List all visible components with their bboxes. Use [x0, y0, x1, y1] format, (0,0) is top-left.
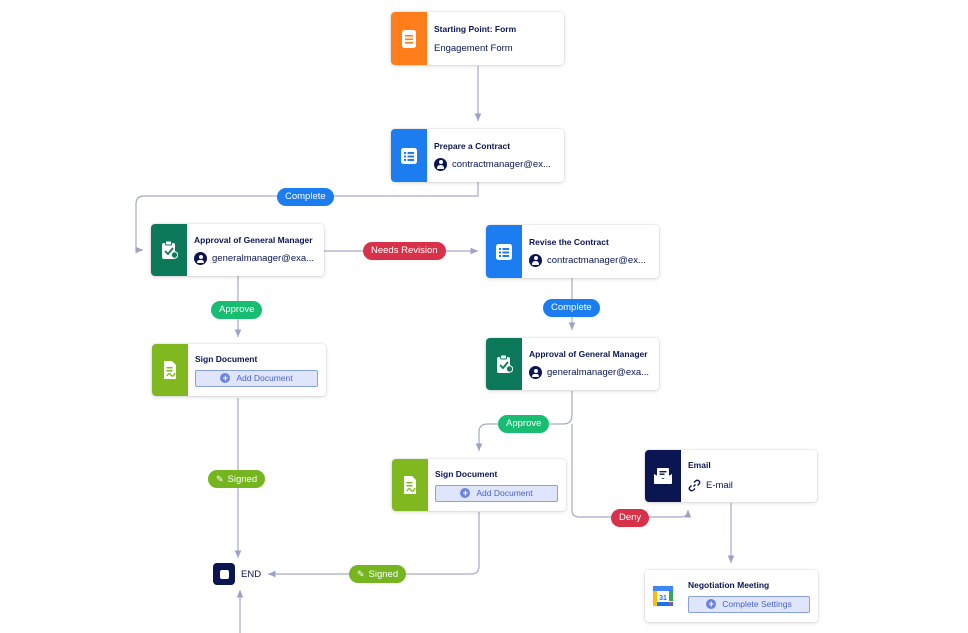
task-icon-block	[391, 129, 427, 182]
edge-label-approve-2[interactable]: Approve	[498, 415, 550, 433]
node-title: Sign Document	[195, 353, 258, 364]
node-title: Approval of General Manager	[529, 349, 648, 359]
sign-document-icon	[404, 476, 416, 494]
edge-sign2-to-end	[268, 512, 480, 578]
assignee-email: contractmanager@ex...	[452, 158, 551, 170]
calendar-icon-block: 31	[645, 570, 681, 622]
assignee-email: generalmanager@exa...	[212, 253, 315, 264]
node-title: Sign Document	[435, 468, 498, 479]
complete-settings-button[interactable]: + Complete Settings	[688, 595, 810, 613]
edge-label-approve-1[interactable]: Approve	[211, 301, 263, 319]
node-end[interactable]: END	[213, 563, 261, 585]
edge-label-complete-2[interactable]: Complete	[543, 299, 600, 317]
end-label: END	[241, 568, 262, 580]
pen-icon: ✎	[357, 569, 365, 579]
add-document-label: Add Document	[236, 373, 293, 383]
user-icon	[529, 366, 542, 379]
node-approval-general-manager-2[interactable]: Approval of General Manager generalmanag…	[486, 338, 659, 390]
node-approval-general-manager-1[interactable]: Approval of General Manager generalmanag…	[151, 224, 324, 276]
assignee-email: generalmanager@exa...	[547, 367, 650, 378]
node-title: Starting Point: Form	[434, 23, 517, 34]
plus-icon: +	[706, 599, 717, 609]
sign-document-icon	[164, 361, 176, 379]
edge-label-signed-2[interactable]: ✎Signed	[349, 565, 407, 583]
node-negotiation-meeting[interactable]: 31 Negotiation Meeting + Complete Setting…	[645, 570, 818, 622]
node-email[interactable]: Email E-mail	[645, 450, 817, 502]
approval-icon-block	[151, 224, 187, 276]
email-subtitle: E-mail	[706, 480, 733, 491]
signed-label: Signed	[368, 569, 399, 580]
edge-prepare-to-approval1	[135, 182, 479, 254]
node-title: Email	[688, 460, 711, 470]
edge-label-signed-1[interactable]: ✎Signed	[208, 470, 266, 488]
complete-settings-label: Complete Settings	[722, 599, 792, 609]
approval-icon-block	[486, 338, 522, 390]
node-starting-point-form[interactable]: Starting Point: Form Engagement Form	[391, 12, 564, 65]
node-title: Negotiation Meeting	[688, 579, 770, 590]
pen-icon: ✎	[216, 474, 224, 484]
user-icon	[194, 252, 207, 265]
add-document-button[interactable]: + Add Document	[195, 369, 318, 387]
node-title: Approval of General Manager	[194, 235, 313, 245]
edge-label-needs-revision[interactable]: Needs Revision	[363, 242, 446, 260]
user-icon	[529, 253, 542, 267]
add-document-label: Add Document	[476, 488, 533, 498]
sign-icon-block	[152, 344, 188, 396]
end-icon	[213, 563, 235, 585]
task-list-icon	[496, 243, 512, 260]
node-title: Prepare a Contract	[434, 140, 511, 151]
user-icon	[434, 157, 447, 171]
edge-label-complete-1[interactable]: Complete	[277, 188, 334, 206]
node-title: Revise the Contract	[529, 236, 609, 247]
plus-icon: +	[220, 373, 231, 383]
sign-icon-block	[392, 459, 428, 511]
calendar-icon: 31	[652, 585, 674, 607]
form-icon-block	[391, 12, 427, 65]
calendar-day: 31	[659, 595, 667, 602]
task-icon-block	[486, 225, 522, 278]
envelope-icon	[654, 468, 672, 484]
form-icon	[402, 29, 416, 48]
approval-icon	[497, 354, 513, 373]
node-subtitle: Engagement Form	[434, 42, 513, 54]
add-document-button[interactable]: + Add Document	[435, 484, 558, 502]
node-prepare-contract[interactable]: Prepare a Contract contractmanager@ex...	[391, 129, 564, 182]
node-revise-contract[interactable]: Revise the Contract contractmanager@ex..…	[486, 225, 659, 278]
signed-label: Signed	[227, 474, 258, 485]
plus-icon: +	[460, 488, 471, 498]
node-sign-document-1[interactable]: Sign Document + Add Document	[152, 344, 326, 396]
link-icon	[688, 479, 701, 492]
approval-icon	[162, 240, 178, 259]
assignee-email: contractmanager@ex...	[547, 254, 646, 266]
task-list-icon	[401, 147, 417, 164]
email-icon-block	[645, 450, 681, 502]
edge-label-deny[interactable]: Deny	[611, 509, 650, 527]
node-sign-document-2[interactable]: Sign Document + Add Document	[392, 459, 566, 511]
